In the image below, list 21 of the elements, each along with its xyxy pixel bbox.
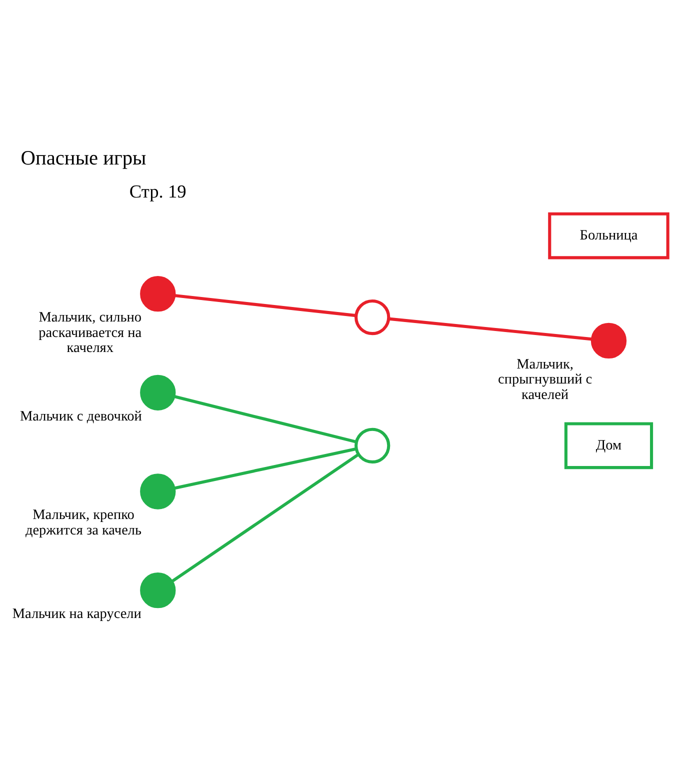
connector	[388, 317, 592, 341]
node-box: Дом	[564, 422, 654, 470]
node-circle	[140, 276, 176, 312]
connector	[171, 453, 360, 583]
node-label: Мальчик, крепко держится за качель	[25, 507, 142, 539]
node-circle	[354, 299, 390, 336]
node-label: Мальчик, сильно раскачивается на качелях	[38, 310, 142, 356]
connector	[174, 447, 357, 490]
node-label: Мальчик, спрыгнувший с качелей	[498, 356, 592, 403]
node-circle	[140, 474, 176, 510]
node-circle	[140, 374, 176, 410]
node-circle	[590, 322, 627, 359]
connector	[174, 294, 356, 318]
node-label: Мальчик с девочкой	[20, 408, 142, 424]
node-circle	[140, 572, 176, 608]
node-box: Больница	[548, 212, 670, 260]
node-label: Мальчик на карусели	[12, 606, 142, 622]
diagram-title: Опасные игры	[20, 147, 146, 170]
node-circle	[354, 428, 390, 464]
label: Стр. 19	[129, 181, 186, 202]
connector	[173, 394, 357, 444]
